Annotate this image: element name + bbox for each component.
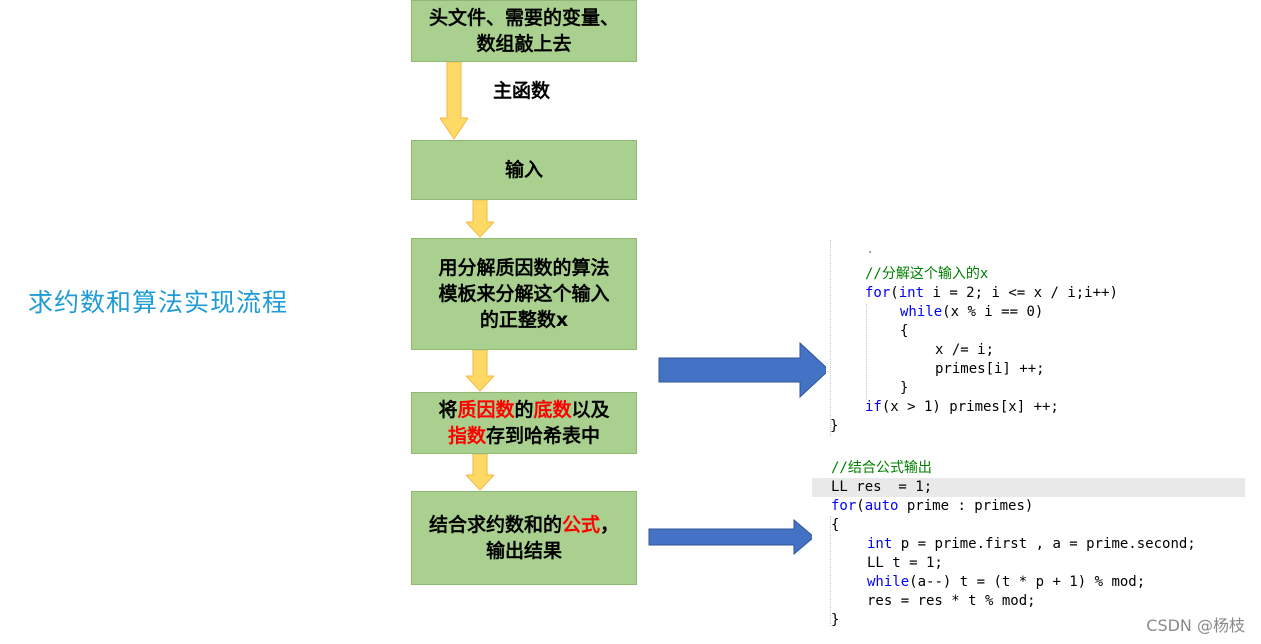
code-line: {	[900, 323, 909, 339]
code-keyword: for	[831, 498, 857, 514]
code-comment: //结合公式输出	[831, 460, 932, 476]
flow-step-factorize: 用分解质因数的算法 模板来分解这个输入 的正整数x	[411, 238, 637, 350]
code-line: if(x > 1) primes[x] ++;	[865, 398, 1059, 417]
text-emphasis: 公式	[561, 514, 600, 536]
code-keyword: while	[900, 304, 943, 320]
code-keyword: for	[865, 285, 891, 301]
indent-guide	[866, 304, 867, 400]
step-text-line: 结合求约数和的公式，	[429, 512, 619, 538]
code-line: {	[831, 517, 840, 533]
down-arrow-3	[466, 350, 494, 392]
down-arrow-4	[466, 454, 494, 491]
code-line: }	[830, 418, 839, 434]
down-arrow-2	[466, 200, 494, 238]
code-lines: . //分解这个输入的x for(int i = 2; i <= x / i;i…	[826, 240, 1126, 440]
code-keyword: while	[867, 574, 910, 590]
code-keyword: int	[867, 536, 893, 552]
code-line: while(a--) t = (t * p + 1) % mod;	[867, 573, 1145, 592]
code-text: prime : primes)	[898, 498, 1034, 514]
code-lines: //结合公式输出 LL res = 1; for(auto prime : pr…	[812, 456, 1246, 634]
flow-step-output: 结合求约数和的公式， 输出结果	[411, 491, 637, 585]
code-line: for(auto prime : primes)	[831, 497, 1033, 516]
step-text-line: 头文件、需要的变量、	[428, 7, 619, 29]
code-text: (x > 1) primes[x] ++;	[881, 399, 1059, 415]
code-snippet-factorize: . //分解这个输入的x for(int i = 2; i <= x / i;i…	[826, 240, 1126, 440]
code-line: primes[i] ++;	[935, 361, 1045, 377]
code-keyword: int	[898, 285, 925, 301]
code-line: }	[900, 380, 909, 396]
code-comment: //分解这个输入的x	[865, 266, 989, 282]
right-arrow-2	[648, 519, 815, 555]
flow-step-input: 输入	[411, 140, 637, 200]
code-text: (	[856, 498, 865, 514]
flow-step-store-hash: 将质因数的底数以及 指数存到哈希表中	[411, 392, 637, 454]
text-emphasis: 底数	[533, 399, 572, 421]
code-text: p = prime.first , a = prime.second;	[892, 536, 1196, 552]
diagram-title: 求约数和算法实现流程	[28, 288, 289, 317]
step-text-line: 将质因数的底数以及	[438, 397, 609, 423]
current-line-highlight	[812, 478, 1245, 497]
code-fragment-top: .	[866, 241, 875, 257]
text-plain: ，	[600, 514, 620, 536]
watermark: CSDN @杨枝	[1146, 616, 1245, 635]
text-plain: 结合求约数和的	[428, 514, 562, 536]
code-line: LL t = 1;	[867, 555, 943, 571]
code-text: (	[890, 285, 899, 301]
right-arrow-1	[658, 342, 830, 398]
code-line: while(x % i == 0)	[900, 303, 1043, 322]
code-text: (a--) t = (t * p + 1) % mod;	[909, 574, 1146, 590]
code-text: (x % i == 0)	[942, 304, 1044, 320]
step-text-line: 数组敲上去	[476, 33, 572, 55]
indent-guide	[830, 516, 831, 626]
code-line: }	[831, 612, 840, 628]
step-text-line: 的正整数x	[479, 309, 569, 331]
text-emphasis: 质因数	[457, 399, 515, 421]
text-plain: 以及	[571, 399, 610, 421]
step-text-line: 指数存到哈希表中	[448, 423, 600, 449]
step-text-line: 模板来分解这个输入	[438, 283, 610, 305]
code-line: res = res * t % mod;	[867, 593, 1036, 609]
flow-step-headers: 头文件、需要的变量、 数组敲上去	[411, 0, 637, 62]
text-emphasis: 指数	[447, 425, 486, 447]
text-plain: 的	[514, 399, 534, 421]
code-keyword: if	[865, 399, 882, 415]
down-arrow-1	[440, 62, 468, 140]
code-keyword: auto	[864, 498, 899, 514]
step-text-line: 用分解质因数的算法	[438, 257, 610, 279]
code-snippet-output: //结合公式输出 LL res = 1; for(auto prime : pr…	[812, 456, 1246, 634]
step-text-line: 输出结果	[485, 540, 562, 562]
code-line: int p = prime.first , a = prime.second;	[867, 535, 1196, 554]
step-text-line: 输入	[504, 159, 543, 181]
main-function-label: 主函数	[493, 80, 551, 102]
text-plain: 存到哈希表中	[486, 425, 601, 447]
code-line: LL res = 1;	[831, 479, 933, 495]
text-plain: 将	[438, 399, 458, 421]
code-line: x /= i;	[935, 342, 995, 358]
code-line: for(int i = 2; i <= x / i;i++)	[865, 284, 1118, 303]
indent-guide	[830, 240, 831, 436]
code-text: i = 2; i <= x / i;i++)	[924, 285, 1118, 301]
